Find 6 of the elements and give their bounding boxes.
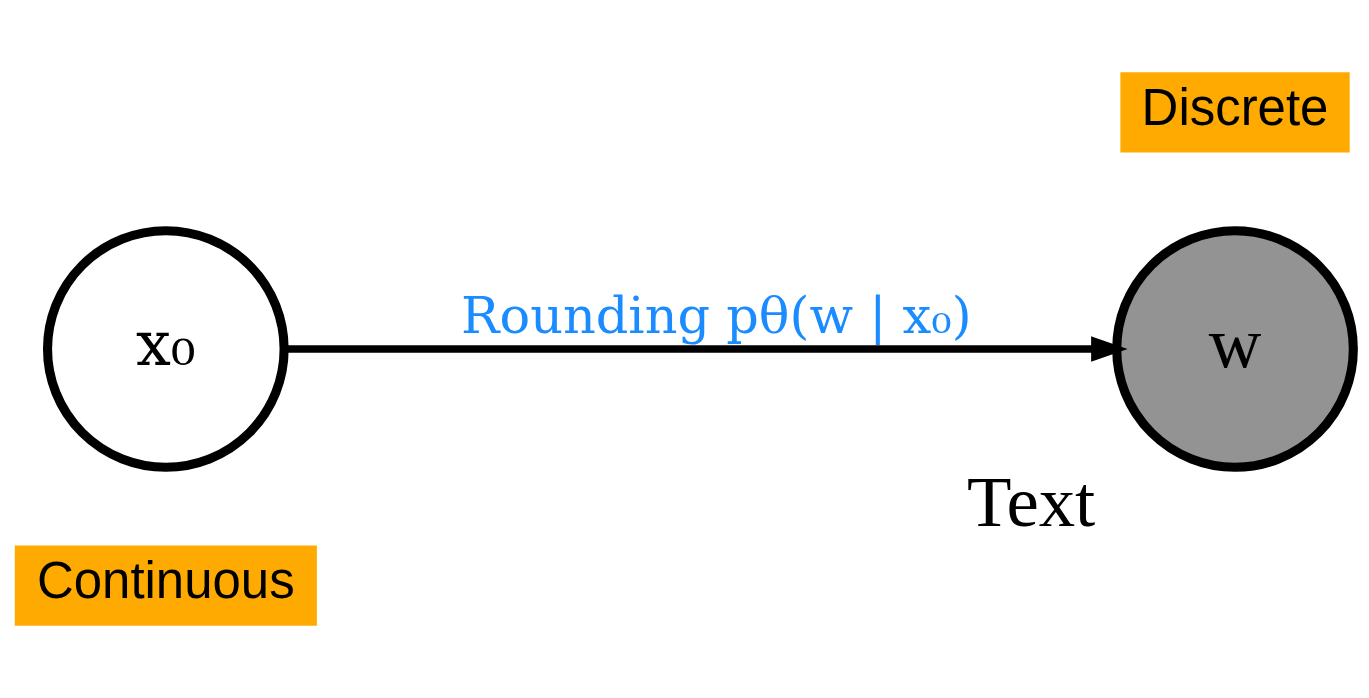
node-circle: x₀ bbox=[42, 226, 289, 472]
node-circle: w bbox=[1112, 226, 1358, 472]
edge-label: Rounding pθ(w | x₀) bbox=[461, 286, 972, 346]
node-box: Discrete bbox=[1120, 72, 1350, 153]
node-box: Continuous bbox=[14, 545, 317, 626]
node-label: Text bbox=[967, 460, 1096, 542]
